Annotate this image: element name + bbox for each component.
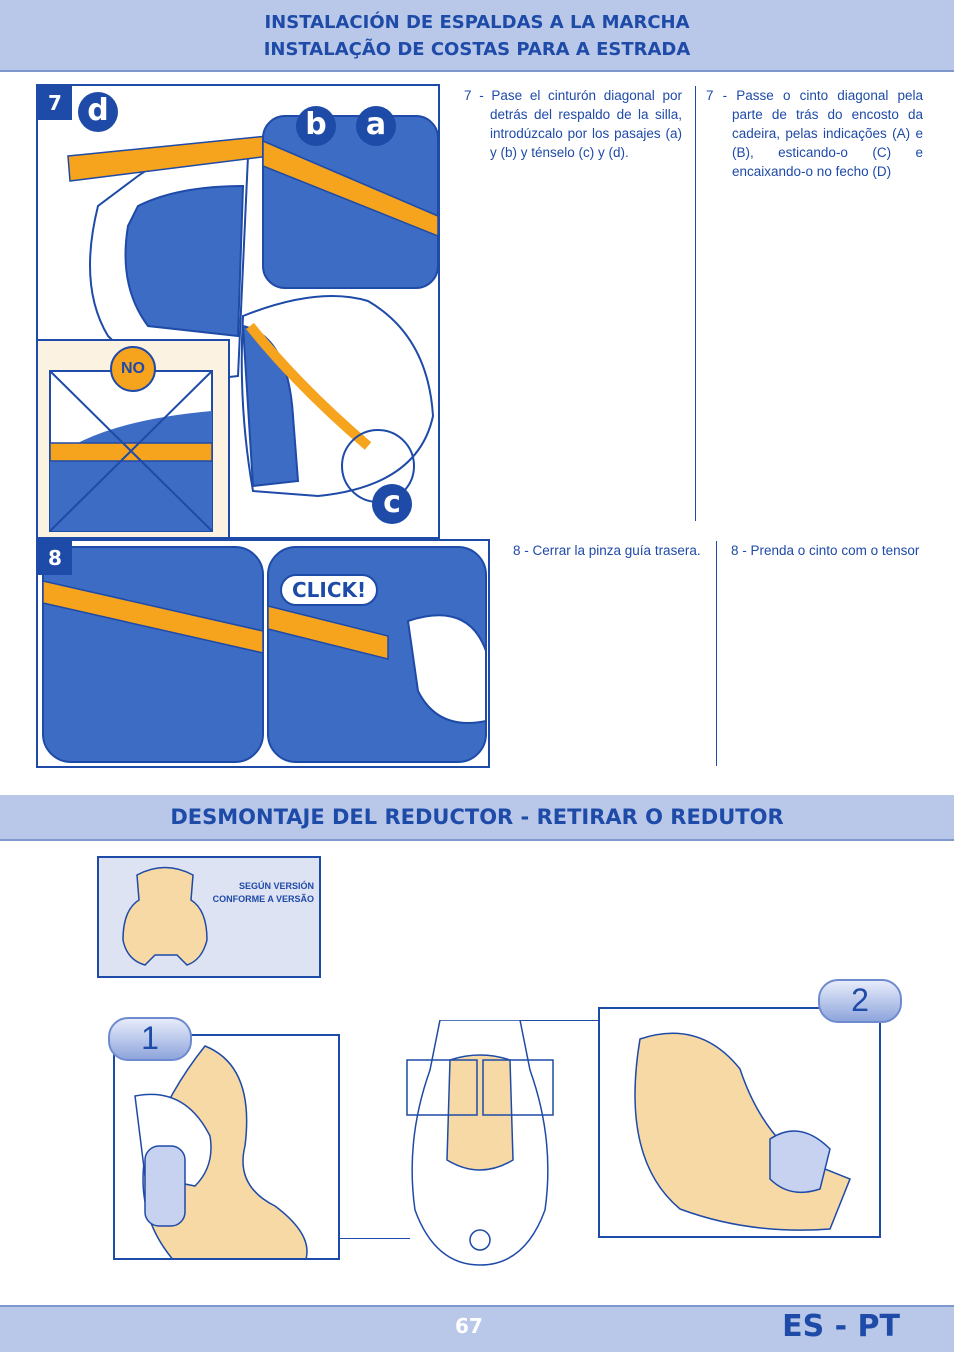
header-banner: INSTALACIÓN DE ESPALDAS A LA MARCHA INST… — [0, 0, 954, 72]
step7-text-pt: 7 - Passe o cinto diagonal pela parte de… — [706, 88, 923, 179]
badge-d: d — [78, 92, 118, 132]
footer-banner: 67 ES - PT — [0, 1305, 954, 1352]
step7-drawing — [67, 115, 438, 503]
step8-illustration: 8 CLICK! — [36, 539, 490, 768]
step8-text-es: 8 - Cerrar la pinza guía trasera. — [513, 543, 701, 558]
reducer-drawing — [122, 866, 208, 966]
connector-line — [340, 1238, 410, 1239]
step8-text-pt: 8 - Prenda o cinto com o tensor — [731, 543, 920, 558]
connector-line — [520, 1020, 600, 1021]
disassembly-step1-drawing — [134, 1045, 308, 1258]
language-label: ES - PT — [782, 1309, 900, 1344]
seat-front-drawing — [406, 1020, 554, 1266]
step7-illustration: 7 d b a c NO — [36, 84, 440, 539]
step8-drawing — [42, 546, 487, 763]
step7-text-es: 7 - Pase el cinturón diagonal por detrás… — [464, 88, 682, 160]
no-badge: NO — [110, 346, 156, 392]
badge-c: c — [372, 484, 412, 524]
disassembly-step2-badge: 2 — [818, 979, 902, 1023]
seat-front-illustration — [405, 1020, 555, 1270]
section-banner: DESMONTAJE DEL REDUCTOR - RETIRAR O REDU… — [0, 795, 954, 841]
click-bubble: CLICK! — [280, 574, 379, 606]
disassembly-step1-badge: 1 — [108, 1017, 192, 1061]
incorrect-example-panel: NO — [38, 339, 230, 537]
disassembly-step2-illustration — [598, 1007, 881, 1238]
step7-divider — [695, 86, 696, 521]
disassembly-step1-illustration — [113, 1034, 340, 1260]
badge-a: a — [356, 106, 396, 146]
step8-number: 8 — [38, 541, 72, 575]
badge-b: b — [296, 106, 336, 146]
header-title-es: INSTALACIÓN DE ESPALDAS A LA MARCHA — [264, 12, 690, 33]
disassembly-step2-drawing — [634, 1032, 851, 1231]
version-note: SEGÚN VERSIÓN CONFORME A VERSÃO — [212, 881, 314, 904]
version-note-box: SEGÚN VERSIÓN CONFORME A VERSÃO — [97, 856, 321, 978]
header-title-pt: INSTALAÇÃO DE COSTAS PARA A ESTRADA — [263, 39, 691, 60]
step8-divider — [716, 541, 717, 766]
page-number: 67 — [455, 1314, 483, 1338]
step7-number: 7 — [38, 86, 72, 120]
